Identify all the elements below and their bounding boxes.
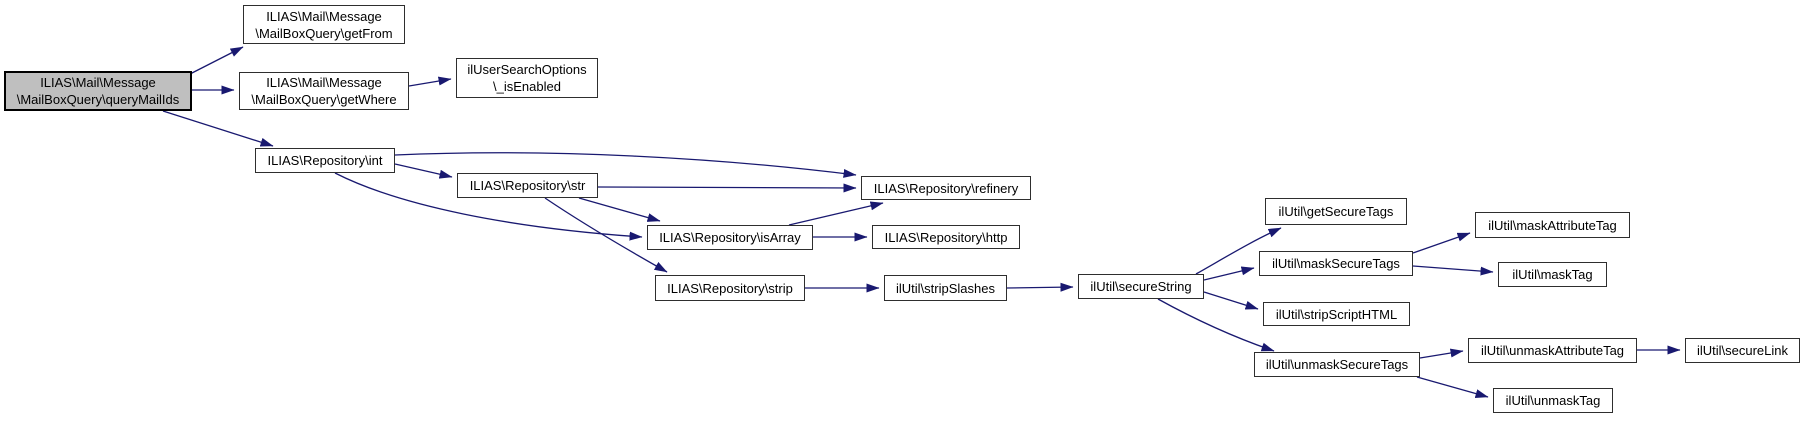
- node-query-mail-ids[interactable]: ILIAS\Mail\Message \MailBoxQuery\queryMa…: [4, 71, 192, 111]
- edge-repository-int-to-repository-refinery: [394, 152, 857, 178]
- node-mask-attribute-tag[interactable]: ilUtil\maskAttributeTag: [1475, 212, 1630, 238]
- node-repository-strip[interactable]: ILIAS\Repository\strip: [655, 275, 805, 301]
- edge-repository-int-to-repository-is-array: [334, 172, 643, 241]
- node-unmask-secure-tags[interactable]: ilUtil\unmaskSecureTags: [1254, 352, 1420, 377]
- node-unmask-attribute-tag[interactable]: ilUtil\unmaskAttributeTag: [1468, 338, 1637, 363]
- edge-secure-string-to-mask-secure-tags: [1203, 266, 1255, 281]
- edge-strip-slashes-to-secure-string: [1006, 282, 1074, 292]
- edge-repository-str-to-repository-refinery: [597, 183, 857, 193]
- node-mask-tag[interactable]: ilUtil\maskTag: [1498, 262, 1607, 287]
- node-get-where[interactable]: ILIAS\Mail\Message \MailBoxQuery\getWher…: [239, 72, 409, 110]
- node-mask-secure-tags[interactable]: ilUtil\maskSecureTags: [1259, 251, 1413, 276]
- node-get-from[interactable]: ILIAS\Mail\Message \MailBoxQuery\getFrom: [243, 5, 405, 44]
- node-repository-http[interactable]: ILIAS\Repository\http: [872, 225, 1020, 249]
- edge-unmask-secure-tags-to-unmask-tag: [1416, 376, 1489, 398]
- node-repository-int[interactable]: ILIAS\Repository\int: [255, 148, 395, 173]
- edge-query-mail-ids-to-repository-int: [162, 110, 274, 147]
- edge-secure-string-to-unmask-secure-tags: [1157, 298, 1275, 352]
- edge-repository-is-array-to-repository-refinery: [788, 201, 884, 226]
- node-unmask-tag[interactable]: ilUtil\unmaskTag: [1493, 388, 1613, 413]
- edge-mask-secure-tags-to-mask-tag: [1412, 265, 1494, 276]
- edge-secure-string-to-strip-script-html: [1203, 291, 1259, 310]
- node-strip-script-html[interactable]: ilUtil\stripScriptHTML: [1263, 302, 1410, 326]
- node-get-secure-tags[interactable]: ilUtil\getSecureTags: [1265, 198, 1407, 225]
- edge-query-mail-ids-to-get-from: [189, 46, 244, 75]
- edge-unmask-secure-tags-to-unmask-attribute-tag: [1419, 348, 1464, 359]
- edge-secure-string-to-get-secure-tags: [1195, 227, 1282, 275]
- node-secure-string[interactable]: ilUtil\secureString: [1078, 274, 1204, 299]
- edge-repository-int-to-repository-str: [394, 163, 453, 179]
- node-repository-refinery[interactable]: ILIAS\Repository\refinery: [861, 176, 1031, 200]
- node-repository-str[interactable]: ILIAS\Repository\str: [457, 173, 598, 198]
- node-secure-link[interactable]: ilUtil\secureLink: [1685, 338, 1800, 363]
- node-repository-is-array[interactable]: ILIAS\Repository\isArray: [647, 225, 813, 250]
- edge-repository-str-to-repository-is-array: [578, 197, 661, 222]
- edge-get-where-to-is-enabled: [408, 76, 452, 87]
- edge-repository-str-to-repository-strip: [544, 197, 668, 273]
- node-strip-slashes[interactable]: ilUtil\stripSlashes: [884, 275, 1007, 301]
- node-is-enabled[interactable]: ilUserSearchOptions \_isEnabled: [456, 58, 598, 98]
- edge-mask-secure-tags-to-mask-attribute-tag: [1412, 232, 1471, 254]
